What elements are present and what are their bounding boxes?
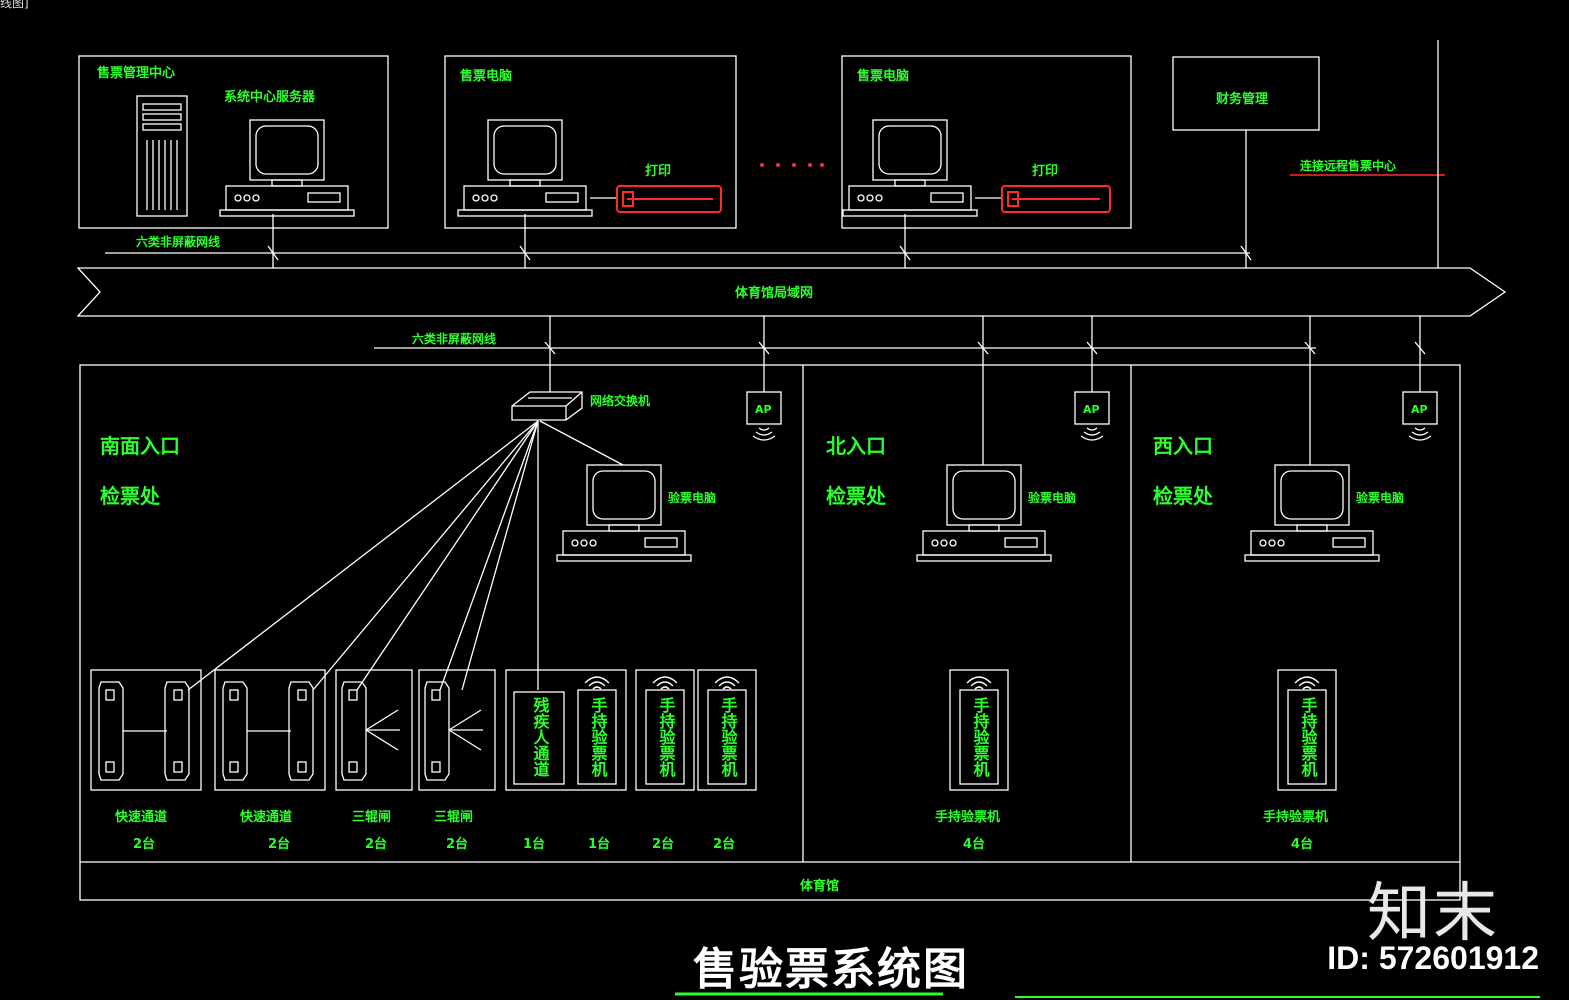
ticket-management-center-box <box>78 55 389 229</box>
device-1-name: 快速通道 <box>115 809 167 825</box>
south-checkpoint-label: 检票处 <box>100 484 161 508</box>
handheld-3-name: 手持验票机 <box>719 696 738 778</box>
device-8-count: 2台 <box>713 836 735 852</box>
north-handheld-name: 手持验票机 <box>971 696 990 778</box>
west-handheld-name: 手持验票机 <box>1299 696 1318 778</box>
device-3-name: 三辊闸 <box>352 809 391 825</box>
handheld-2-name: 手持验票机 <box>657 696 676 778</box>
device-2-count: 2台 <box>268 836 290 852</box>
venue-label: 体育馆 <box>800 878 839 894</box>
device-3-count: 2台 <box>365 836 387 852</box>
lower-cable-label: 六类非屏蔽网线 <box>412 331 496 346</box>
device-7-count: 2台 <box>652 836 674 852</box>
north-checkpoint-label: 检票处 <box>826 484 887 508</box>
diagram-caption: 售验票系统图 <box>693 944 969 995</box>
remote-link-label: 连接远程售票中心 <box>1300 158 1396 173</box>
accessible-lane-box <box>505 669 627 791</box>
image-id: ID: 572601912 <box>1327 940 1539 976</box>
ellipsis-dots <box>760 163 824 167</box>
west-handheld-wifi-icon <box>1294 676 1320 690</box>
tripod-gate-1-icon <box>335 669 413 791</box>
backbone-label: 体育馆局域网 <box>735 285 813 301</box>
finance-title: 财务管理 <box>1216 91 1268 107</box>
server-label: 系统中心服务器 <box>224 89 316 105</box>
venue-frame <box>79 364 1461 901</box>
printer-1-label: 打印 <box>645 163 671 179</box>
west-entrance-label: 西入口 <box>1153 434 1213 458</box>
south-verify-pc-icon <box>556 464 692 562</box>
printer-1-icon <box>616 185 722 213</box>
ticket-computer-1-icon <box>457 119 593 217</box>
device-6-count: 1台 <box>588 836 610 852</box>
ap-west-label: AP <box>1411 403 1428 416</box>
west-verify-pc-icon <box>1244 464 1380 562</box>
brand-logo: 知末 <box>1367 877 1499 951</box>
fast-lane-2-icon <box>214 669 326 791</box>
server-computer-icon <box>219 119 355 217</box>
network-switch-icon <box>511 391 583 421</box>
server-tower-icon <box>136 95 188 217</box>
printer-2-icon <box>1001 185 1111 213</box>
west-device-caption: 手持验票机 <box>1263 809 1328 825</box>
ap-north-label: AP <box>1083 403 1100 416</box>
handheld-1-wifi-icon <box>584 676 610 690</box>
north-pc-label: 验票电脑 <box>1028 490 1076 505</box>
north-verify-pc-icon <box>916 464 1052 562</box>
south-pc-label: 验票电脑 <box>668 490 716 505</box>
device-4-count: 2台 <box>446 836 468 852</box>
ticket-pc-box-1 <box>444 55 737 229</box>
device-4-name: 三辊闸 <box>434 809 473 825</box>
ap-south-icon <box>746 391 782 441</box>
corner-label: 线图] <box>0 0 29 10</box>
ticket-computer-2-icon <box>842 119 978 217</box>
west-checkpoint-label: 检票处 <box>1153 484 1214 508</box>
ticket-pc-box-2 <box>841 55 1132 229</box>
ticket-pc-1-title: 售票电脑 <box>460 68 512 84</box>
top-cable-label: 六类非屏蔽网线 <box>136 234 220 249</box>
west-device-count: 4台 <box>1291 836 1313 852</box>
north-device-caption: 手持验票机 <box>935 809 1000 825</box>
ticket-pc-2-title: 售票电脑 <box>857 68 909 84</box>
handheld-1-name: 手持验票机 <box>589 696 608 778</box>
ap-west-icon <box>1402 391 1438 441</box>
fast-lane-1-icon <box>90 669 202 791</box>
north-device-count: 4台 <box>963 836 985 852</box>
device-1-count: 2台 <box>133 836 155 852</box>
accessible-lane-name: 残疾人通道 <box>531 696 550 777</box>
ap-north-icon <box>1074 391 1110 441</box>
ap-south-label: AP <box>755 403 772 416</box>
south-entrance-label: 南面入口 <box>100 434 180 458</box>
switch-label: 网络交换机 <box>590 393 650 408</box>
handheld-2-wifi-icon <box>652 676 678 690</box>
tripod-gate-2-icon <box>418 669 496 791</box>
handheld-3-wifi-icon <box>714 676 740 690</box>
west-pc-label: 验票电脑 <box>1356 490 1404 505</box>
center-box-title: 售票管理中心 <box>97 65 175 81</box>
backbone-arrow <box>76 267 1507 317</box>
north-entrance-label: 北入口 <box>826 434 886 458</box>
printer-2-label: 打印 <box>1032 163 1058 179</box>
device-2-name: 快速通道 <box>240 809 292 825</box>
device-5-count: 1台 <box>523 836 545 852</box>
north-handheld-wifi-icon <box>966 676 992 690</box>
